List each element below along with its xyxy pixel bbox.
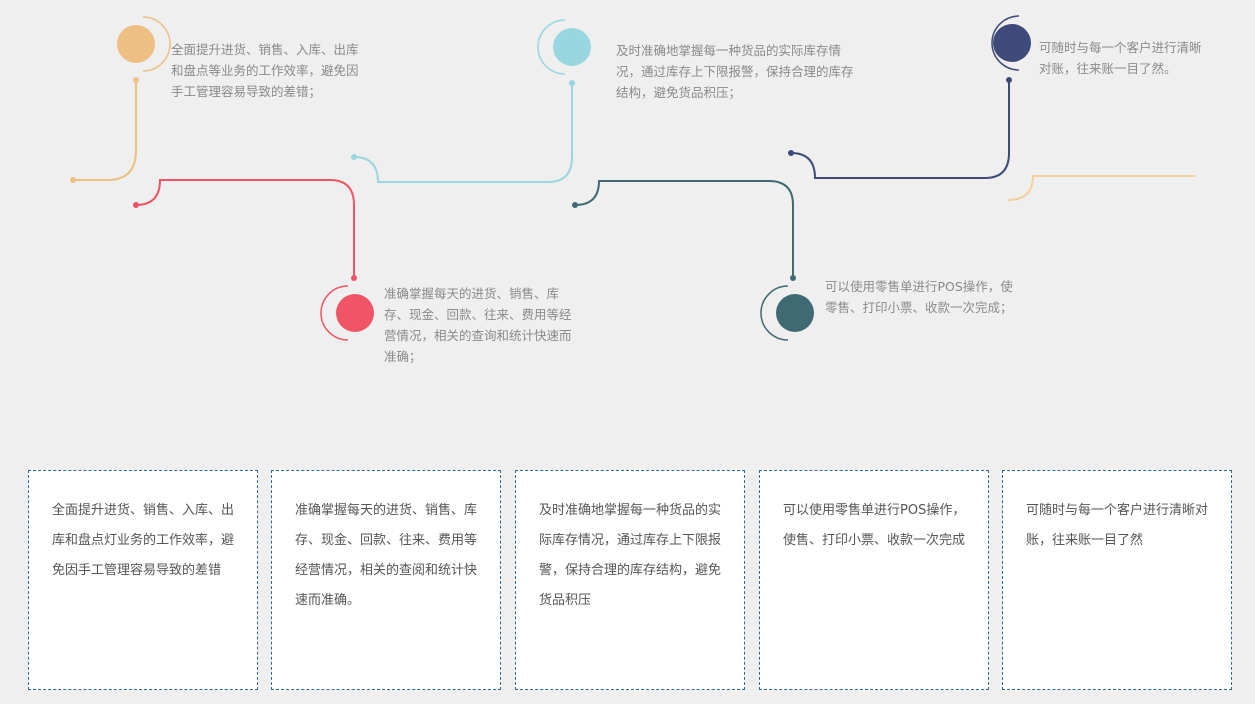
node-text-4: 可以使用零售单进行POS操作，使零售、打印小票、收款一次完成； <box>825 279 1013 315</box>
connector-line-2 <box>135 179 355 278</box>
connector-line-3 <box>353 83 573 183</box>
card-text-4: 可以使用零售单进行POS操作，使售、打印小票、收款一次完成 <box>783 503 966 548</box>
card-text-5: 可随时与每一个客户进行清晰对账，往来账一目了然 <box>1026 503 1209 548</box>
connector-dot-5-1 <box>788 150 794 156</box>
process-diagram: 全面提升进货、销售、入库、出库和盘点等业务的工作效率，避免因手工管理容易导致的差… <box>70 15 1202 364</box>
node-arc-5 <box>991 15 1020 71</box>
connector-dot-1-1 <box>70 177 76 183</box>
connector-dot-3-2 <box>569 80 575 86</box>
card-2: 准确掌握每天的进货、销售、库存、现金、回款、往来、费用等经营情况，相关的查阅和统… <box>271 470 501 690</box>
node-circle-1 <box>117 25 155 63</box>
connector-dot-4-1 <box>572 202 578 208</box>
node-circle-5 <box>993 24 1031 62</box>
connector-line-1 <box>73 80 137 181</box>
node-circle-3 <box>553 28 591 66</box>
node-text-5: 可随时与每一个客户进行清晰对账，往来账一目了然。 <box>1039 40 1202 76</box>
card-1: 全面提升进货、销售、入库、出库和盘点灯业务的工作效率，避免因手工管理容易导致的差… <box>28 470 258 690</box>
node-circle-4 <box>776 294 814 332</box>
tail-line <box>1007 175 1195 201</box>
connector-line-5 <box>790 80 1010 179</box>
connector-dot-5-2 <box>1006 77 1012 83</box>
node-arc-3 <box>537 19 566 75</box>
node-text-1: 全面提升进货、销售、入库、出库和盘点等业务的工作效率，避免因手工管理容易导致的差… <box>171 42 359 99</box>
description-cards: 全面提升进货、销售、入库、出库和盘点灯业务的工作效率，避免因手工管理容易导致的差… <box>28 470 1232 690</box>
card-4: 可以使用零售单进行POS操作，使售、打印小票、收款一次完成 <box>759 470 989 690</box>
node-text-2: 准确掌握每天的进货、销售、库存、现金、回款、往来、费用等经营情况，相关的查询和统… <box>384 286 572 364</box>
node-text-3: 及时准确地掌握每一种货品的实际库存情况，通过库存上下限报警，保持合理的库存结构，… <box>616 43 854 100</box>
connector-dot-4-2 <box>790 275 796 281</box>
connector-dot-2-1 <box>133 202 139 208</box>
card-text-1: 全面提升进货、销售、入库、出库和盘点灯业务的工作效率，避免因手工管理容易导致的差… <box>52 503 235 578</box>
node-circle-2 <box>336 294 374 332</box>
node-arc-1 <box>142 16 171 72</box>
card-text-2: 准确掌握每天的进货、销售、库存、现金、回款、往来、费用等经营情况，相关的查阅和统… <box>295 503 478 608</box>
connector-line-4 <box>574 180 794 278</box>
card-3: 及时准确地掌握每一种货品的实际库存情况，通过库存上下限报警，保持合理的库存结构，… <box>515 470 745 690</box>
connector-dot-3-1 <box>351 154 357 160</box>
node-arc-4 <box>760 285 789 341</box>
connector-dot-1-2 <box>133 77 139 83</box>
connector-dot-2-2 <box>351 275 357 281</box>
node-arc-2 <box>320 285 349 341</box>
card-text-3: 及时准确地掌握每一种货品的实际库存情况，通过库存上下限报警，保持合理的库存结构，… <box>539 503 722 608</box>
card-5: 可随时与每一个客户进行清晰对账，往来账一目了然 <box>1002 470 1232 690</box>
connector-lines <box>70 15 1195 341</box>
